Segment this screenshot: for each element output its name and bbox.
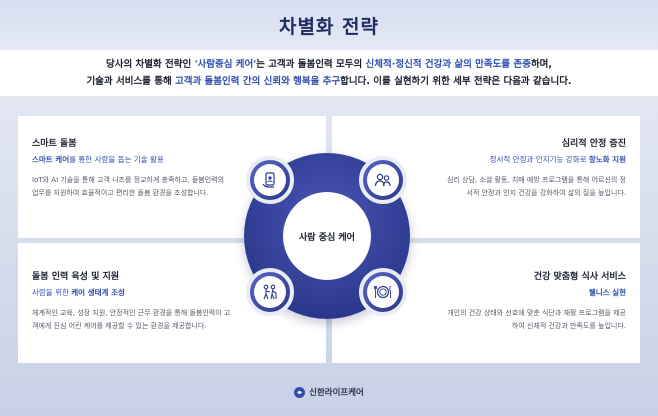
intro-line-2: 기술과 서비스를 통해 고객과 돌봄인력 간의 신뢰와 행복을 추구합니다. 이… — [86, 73, 571, 90]
intro-line-1: 당사의 차별화 전략인 '사람중심 케어'는 고객과 돌봄인력 모두의 신체적·… — [106, 56, 552, 73]
psychological-node — [359, 156, 407, 204]
page-title: 차별화 전략 — [278, 15, 379, 38]
workforce-node — [246, 268, 294, 316]
intro-text-span: 당사의 차별화 전략인 — [105, 59, 195, 70]
meal-plate-icon — [367, 276, 399, 308]
card-description: 심리 상담, 소셜 활동, 치매 예방 프로그램을 통해 어르신의 정서적 안정… — [446, 176, 626, 197]
card-subtitle: 사람을 위한 케어 생태계 조성 — [32, 287, 312, 298]
intro-text-span: 하며, — [530, 59, 553, 70]
intro-highlight: '사람중심 케어' — [194, 59, 257, 70]
intro-highlight: 신체적·정신적 건강과 삶의 만족도를 존중 — [365, 59, 531, 70]
card-subtitle-strong: 웰니스 실현 — [588, 288, 626, 297]
intro-text-span: 기술과 서비스를 통해 — [86, 76, 176, 87]
smart-care-hand-icon — [254, 164, 286, 196]
intro-text: 당사의 차별화 전략인 '사람중심 케어'는 고객과 돌봄인력 모두의 신체적·… — [0, 50, 658, 96]
header-band: 차별화 전략 — [0, 0, 658, 50]
intro-text-span: 는 고객과 돌봄인력 모두의 — [256, 59, 366, 70]
card-subtitle-strong: 스마트 케어 — [32, 155, 70, 164]
card-title: 스마트 돌봄 — [32, 139, 77, 149]
card-title: 심리적 안정 증진 — [561, 139, 626, 149]
card-title: 돌봄 인력 육성 및 지원 — [32, 272, 120, 282]
meal-node — [359, 268, 407, 316]
two-people-icon — [367, 164, 399, 196]
card-subtitle-text: 사람을 위한 — [32, 288, 72, 297]
card-subtitle: 웰니스 실현 — [346, 287, 626, 298]
two-people-icon-svg — [374, 173, 391, 187]
caregiver-elder-icon-svg — [263, 284, 277, 300]
intro-text-span: 합니다. 이를 실현하기 위한 세부 전략은 다음과 같습니다. — [340, 76, 572, 87]
caregiver-elder-icon — [254, 276, 286, 308]
card-title: 건강 맞춤형 식사 서비스 — [533, 272, 626, 282]
brand-name: 신한라이프케어 — [309, 388, 364, 398]
meal-plate-icon-svg — [374, 285, 391, 299]
center-label: 사람 중심 케어 — [283, 192, 371, 280]
card-subtitle-text: 를 통한 사람을 돕는 기술 활용 — [69, 155, 164, 164]
card-description: 체계적인 교육, 성장 지원, 안정적인 근무 환경을 통해 돌봄인력이 고객에… — [32, 309, 231, 330]
smart-care-node — [246, 156, 294, 204]
card-description: 개인의 건강 상태와 선호에 맞춘 식단과 재활 프로그램을 제공하여 신체적 … — [447, 309, 626, 330]
intro-highlight: 고객과 돌봄인력 간의 신뢰와 행복을 추구 — [175, 76, 341, 87]
brand-logo-icon-svg — [297, 390, 303, 394]
brand-logo-icon — [294, 386, 306, 398]
card-description: IoT와 AI 기술을 통해 고객 니즈를 정교하게 충족하고, 돌봄인력의 업… — [32, 176, 225, 197]
card-subtitle-strong: 항노화 지원 — [588, 155, 626, 164]
card-subtitle: 스마트 케어를 통한 사람을 돕는 기술 활용 — [32, 154, 312, 165]
card-subtitle-strong: 케어 생태계 조성 — [71, 288, 125, 297]
footer-brand: 신한라이프케어 — [0, 382, 658, 402]
smart-care-hand-icon-svg — [262, 172, 275, 188]
card-subtitle-text: 정서적 안정과 인지기능 강화로 — [489, 155, 589, 164]
card-subtitle: 정서적 안정과 인지기능 강화로 항노화 지원 — [346, 154, 626, 165]
